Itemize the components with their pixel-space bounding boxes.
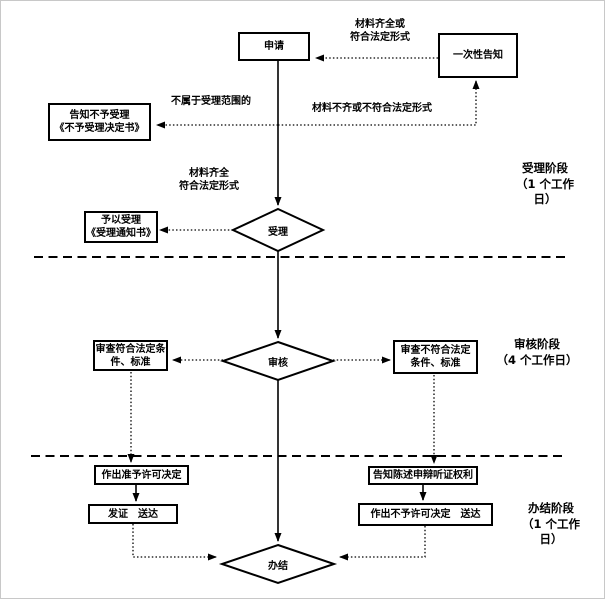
edge-label-not-in-scope: 不属于受理范围的 xyxy=(171,96,251,107)
notify-rights-label: 告知陈述申辩听证权利 xyxy=(373,470,473,481)
review-pass-line2: 件、标准 xyxy=(110,356,151,368)
stage-accept: 受理阶段 （1 个工作 日） xyxy=(505,161,585,208)
make-denial-label: 作出不予许可决定 送达 xyxy=(370,509,481,520)
edge-label-complete-legal-line2: 符合法定形式 xyxy=(179,180,239,192)
make-approval-box: 作出准予许可决定 xyxy=(94,465,189,485)
finish-diamond-label: 办结 xyxy=(268,560,288,572)
one-time-notice-box: 一次性告知 xyxy=(438,33,518,78)
review-pass-box: 审查符合法定条 件、标准 xyxy=(93,340,168,371)
notify-rights-box: 告知陈述申辩听证权利 xyxy=(368,466,478,485)
stage-accept-line3: 日） xyxy=(533,192,557,206)
stage-accept-line1: 受理阶段 xyxy=(522,161,568,175)
edge-label-complete-legal: 材料齐全 符合法定形式 xyxy=(159,168,259,193)
edge-label-incomplete: 材料不齐或不符合法定形式 xyxy=(312,103,432,114)
review-fail-line2: 条件、标准 xyxy=(410,358,461,369)
make-approval-label: 作出准予许可决定 xyxy=(101,469,182,481)
stage-finish-line1: 办结阶段 xyxy=(528,501,574,515)
edge-label-complete-or-legal-line1: 材料齐全或 xyxy=(355,19,405,30)
stage-finish: 办结阶段 （1 个工作 日） xyxy=(511,501,591,548)
grant-accept-line2: 《受理通知书》 xyxy=(86,228,156,239)
apply-box: 申请 xyxy=(238,32,310,61)
stage-accept-line2: （1 个工作 xyxy=(515,176,574,191)
issue-deliver-box: 发证 送达 xyxy=(88,504,178,524)
review-fail-box: 审查不符合法定 条件、标准 xyxy=(393,340,478,374)
accept-diamond-label: 受理 xyxy=(268,226,288,238)
review-diamond-shape xyxy=(219,340,337,382)
stage-review: 审核阶段 （4 个工作日） xyxy=(489,337,585,368)
grant-accept-line1: 予以受理 xyxy=(101,215,141,226)
finish-diamond-shape xyxy=(218,543,338,585)
stage-finish-line2: （1 个工作 xyxy=(521,516,580,531)
accept-diamond-shape xyxy=(230,207,326,253)
reject-accept-box: 告知不予受理 《不予受理决定书》 xyxy=(48,103,151,141)
stage-review-line1: 审核阶段 xyxy=(514,337,560,351)
issue-deliver-label: 发证 送达 xyxy=(108,508,158,520)
review-diamond-label: 审核 xyxy=(268,357,288,369)
edge-label-complete-legal-line1: 材料齐全 xyxy=(189,168,229,179)
apply-label: 申请 xyxy=(264,41,284,52)
arrow-issue-to-finish xyxy=(132,524,217,561)
stage-finish-line3: 日） xyxy=(539,532,563,546)
make-denial-box: 作出不予许可决定 送达 xyxy=(358,503,493,526)
review-fail-line1: 审查不符合法定 xyxy=(400,345,471,356)
stage-review-line2: （4 个工作日） xyxy=(496,352,578,367)
one-time-notice-label: 一次性告知 xyxy=(453,50,503,61)
reject-accept-line2: 《不予受理决定书》 xyxy=(54,123,145,134)
grant-accept-box: 予以受理 《受理通知书》 xyxy=(84,211,158,243)
edge-label-complete-or-legal: 材料齐全或 符合法定形式 xyxy=(330,19,430,44)
review-pass-line1: 审查符合法定条 xyxy=(95,343,166,355)
reject-accept-line1: 告知不予受理 xyxy=(69,110,130,121)
arrow-denial-to-finish xyxy=(339,526,426,561)
edge-label-complete-or-legal-line2: 符合法定形式 xyxy=(350,31,410,43)
